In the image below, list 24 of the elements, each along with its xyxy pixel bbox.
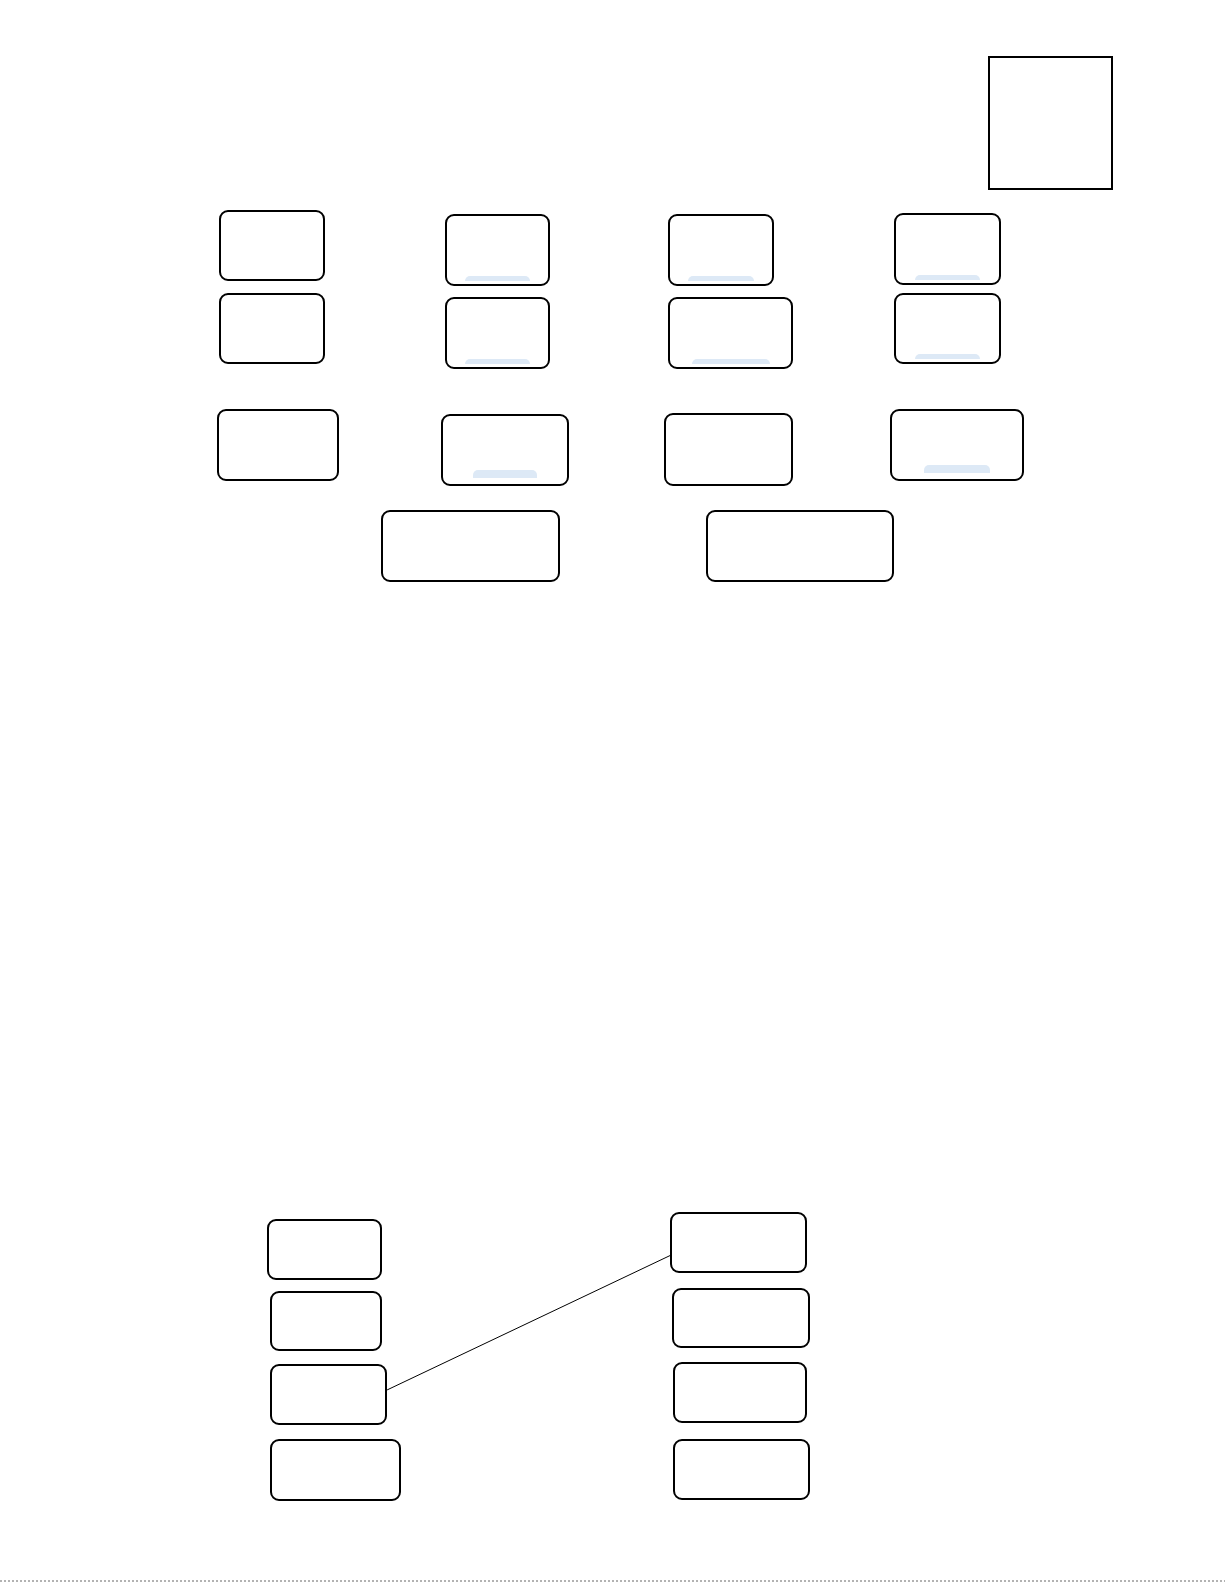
rounded-box (269, 1290, 383, 1352)
rounded-box (890, 409, 1024, 482)
rounded-box (266, 1218, 383, 1280)
rounded-box (444, 214, 550, 286)
rounded-box (219, 210, 326, 281)
rounded-box (217, 409, 339, 482)
rounded-box (269, 1364, 388, 1426)
rounded-box (668, 214, 775, 286)
rounded-box (664, 413, 794, 487)
rounded-box (381, 510, 560, 583)
rounded-box (706, 510, 895, 583)
rectangle-box (988, 55, 1113, 190)
rounded-box (672, 1287, 810, 1349)
rounded-box (269, 1439, 402, 1501)
rounded-box (673, 1362, 807, 1424)
rounded-box (440, 414, 570, 487)
rounded-box (668, 297, 794, 369)
rounded-box (673, 1439, 810, 1500)
rounded-box (894, 213, 1001, 285)
rounded-box (219, 293, 326, 364)
rounded-box (444, 297, 550, 369)
rounded-box (894, 293, 1001, 364)
rounded-box (670, 1211, 807, 1273)
connector-line (386, 1255, 671, 1391)
